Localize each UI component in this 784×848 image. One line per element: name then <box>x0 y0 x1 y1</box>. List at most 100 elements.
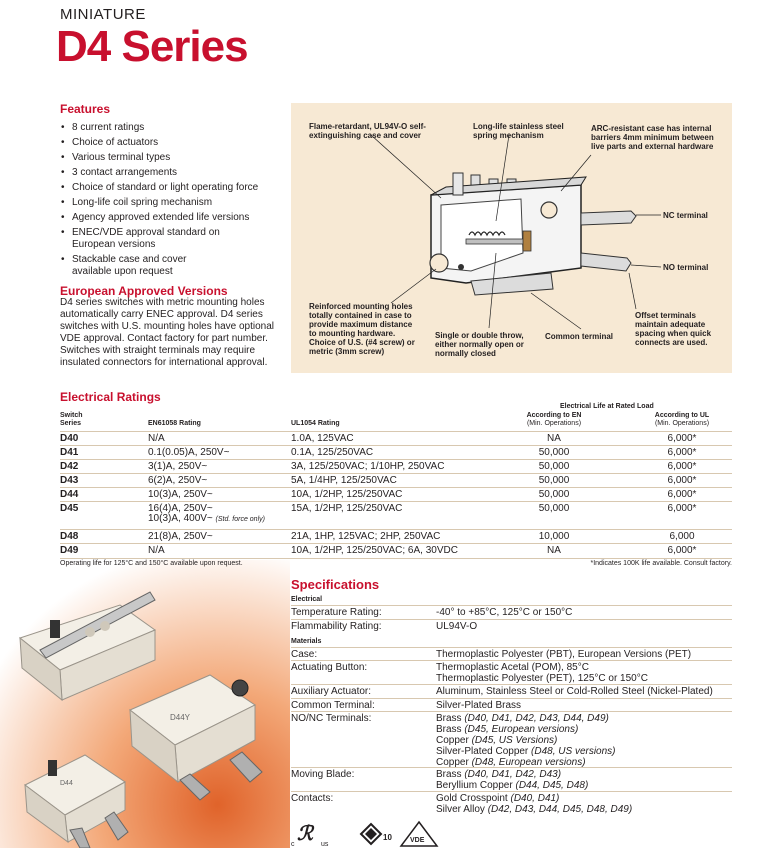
switch-label-2: D44 <box>60 780 73 787</box>
material: Copper <box>436 735 472 746</box>
spec-value-line: Brass (D40, D41, D42, D43) <box>436 769 588 780</box>
spec-value-line: Gold Crosspoint (D40, D41) <box>436 793 632 804</box>
spec-value-line: Brass (D45, European versions) <box>436 724 616 735</box>
col-life-ul-sub: (Min. Operations) <box>654 419 710 427</box>
col-life-en-title: According to EN <box>526 412 582 419</box>
spec-section-electrical: Electrical <box>291 596 323 603</box>
list-item: Various terminal types <box>60 152 300 164</box>
eyebrow: MINIATURE <box>60 6 146 23</box>
applicable-series: (D40, D41) <box>510 793 560 804</box>
spec-value: Aluminum, Stainless Steel or Cold-Rolled… <box>436 686 713 697</box>
life-group-header: Electrical Life at Rated Load <box>560 403 654 410</box>
cell-series: D41 <box>60 447 79 458</box>
switch-label-1: D44Y <box>170 713 191 722</box>
specifications-heading: Specifications <box>291 577 380 592</box>
cell-en: 6(2)A, 250V~ <box>148 475 208 486</box>
callout-throw: Single or double throw, either normally … <box>435 331 524 358</box>
svg-text:us: us <box>321 841 329 848</box>
product-photo: D44Y D44 <box>0 560 290 848</box>
cell-en: 0.1(0.05)A, 250V~ <box>148 447 230 458</box>
spec-value: -40° to +85°C, 125°C or 150°C <box>436 607 573 618</box>
cell-life-en: NA <box>547 433 561 444</box>
col-series: Switch Series <box>60 412 83 427</box>
callout-reinforced: Reinforced mounting holes totally contai… <box>309 302 415 356</box>
list-item: Stackable case and cover available upon … <box>60 254 222 278</box>
spec-value-line: Silver Alloy (D42, D43, D44, D45, D48, D… <box>436 804 632 815</box>
switch-diagram: Flame-retardant, UL94V-O self-extinguish… <box>291 103 732 373</box>
spec-value-line: Copper (D45, US Versions) <box>436 735 616 746</box>
enec-mark-icon: 10 <box>359 822 392 846</box>
spec-row: Case: Thermoplastic Polyester (PBT), Eur… <box>291 647 732 661</box>
cell-life-ul: 6,000* <box>667 475 697 486</box>
spec-value-line: Beryllium Copper (D44, D45, D48) <box>436 780 588 791</box>
spec-key: Moving Blade: <box>291 769 355 780</box>
features-list: 8 current ratings Choice of actuators Va… <box>60 122 300 281</box>
material: Brass <box>436 713 465 724</box>
cell-life-en: 10,000 <box>538 531 570 542</box>
cell-en: N/A <box>148 433 165 444</box>
list-item: Long-life coil spring mechanism <box>60 197 300 209</box>
col-ul: UL1054 Rating <box>291 420 340 427</box>
indicates-note: *Indicates 100K life available. Consult … <box>590 560 732 567</box>
spec-row: Moving Blade: Brass (D40, D41, D42, D43)… <box>291 767 732 792</box>
spec-value-line: Thermoplastic Polyester (PET), 125°C or … <box>436 673 648 684</box>
table-row: D44 10(3)A, 250V~ 10A, 1/2HP, 125/250VAC… <box>60 487 732 502</box>
cell-life-en: 50,000 <box>538 447 570 458</box>
cell-en: 3(1)A, 250V~ <box>148 461 208 472</box>
spec-value: Gold Crosspoint (D40, D41) Silver Alloy … <box>436 793 632 815</box>
spec-row: Auxiliary Actuator: Aluminum, Stainless … <box>291 684 732 699</box>
cell-ul: 1.0A, 125VAC <box>291 433 354 444</box>
european-heading: European Approved Versions <box>60 284 228 298</box>
callout-spring: Long-life stainless steel spring mechani… <box>473 122 564 140</box>
cell-life-ul: 6,000* <box>667 545 697 556</box>
callout-offset: Offset terminals maintain adequate spaci… <box>635 311 712 347</box>
switch-illustration <box>370 134 662 330</box>
cell-en: 16(4)A, 250V~ <box>148 503 213 514</box>
spec-row: Temperature Rating: -40° to +85°C, 125°C… <box>291 605 732 620</box>
cell-ul: 0.1A, 125/250VAC <box>291 447 374 458</box>
spec-key: Actuating Button: <box>291 662 368 673</box>
cell-life-ul: 6,000* <box>667 461 697 472</box>
cell-en: 21(8)A, 250V~ <box>148 531 213 542</box>
table-row: D45 16(4)A, 250V~ 10(3)A, 400V~ (Std. fo… <box>60 501 732 528</box>
table-row: D42 3(1)A, 250V~ 3A, 125/250VAC; 1/10HP,… <box>60 459 732 474</box>
spec-value-line: Brass (D40, D41, D42, D43, D44, D49) <box>436 713 616 724</box>
callout-arc: ARC-resistant case has internal barriers… <box>591 124 714 151</box>
ul-mark-icon: c ℛ us <box>291 823 329 848</box>
spec-row: Common Terminal: Silver-Plated Brass <box>291 698 732 712</box>
svg-text:VDE: VDE <box>410 837 425 844</box>
applicable-series: (D42, D43, D44, D45, D48, D49) <box>487 804 633 815</box>
list-item: Agency approved extended life versions <box>60 212 300 224</box>
cell-life-ul: 6,000 <box>669 531 695 542</box>
table-row: D49 N/A 10A, 1/2HP, 125/250VAC; 6A, 30VD… <box>60 543 732 559</box>
european-body: D4 series switches with metric mounting … <box>60 297 275 368</box>
cell-ul: 21A, 1HP, 125VAC; 2HP, 250VAC <box>291 531 441 542</box>
list-item: Choice of actuators <box>60 137 300 149</box>
col-life-ul-title: According to UL <box>654 412 710 419</box>
table-row: D48 21(8)A, 250V~ 21A, 1HP, 125VAC; 2HP,… <box>60 529 732 544</box>
cell-life-en: 50,000 <box>538 475 570 486</box>
material: Brass <box>436 769 465 780</box>
spec-value: Silver-Plated Brass <box>436 700 522 711</box>
spec-key: Contacts: <box>291 793 334 804</box>
applicable-series: (D45, US Versions) <box>471 735 558 746</box>
spec-key: NO/NC Terminals: <box>291 713 372 724</box>
spec-value: UL94V-O <box>436 621 478 632</box>
spec-value: Brass (D40, D41, D42, D43, D44, D49) Bra… <box>436 713 616 768</box>
table-row: D40 N/A 1.0A, 125VAC NA 6,000* <box>60 431 732 446</box>
spec-row: Flammability Rating: UL94V-O <box>291 619 732 634</box>
cell-life-ul: 6,000* <box>667 503 697 514</box>
cell-series: D44 <box>60 489 79 500</box>
applicable-series: (D44, D45, D48) <box>515 780 589 791</box>
applicable-series: (D40, D41, D42, D43) <box>464 769 562 780</box>
spec-value: Brass (D40, D41, D42, D43) Beryllium Cop… <box>436 769 588 791</box>
list-item: 3 contact arrangements <box>60 167 300 179</box>
cell-life-ul: 6,000* <box>667 489 697 500</box>
spec-key: Case: <box>291 649 318 660</box>
list-item: 8 current ratings <box>60 122 300 134</box>
cell-life-en: NA <box>547 545 561 556</box>
list-item: Choice of standard or light operating fo… <box>60 182 300 194</box>
cell-life-ul: 6,000* <box>667 447 697 458</box>
cell-en: N/A <box>148 545 165 556</box>
cell-ul: 3A, 125/250VAC; 1/10HP, 250VAC <box>291 461 445 472</box>
